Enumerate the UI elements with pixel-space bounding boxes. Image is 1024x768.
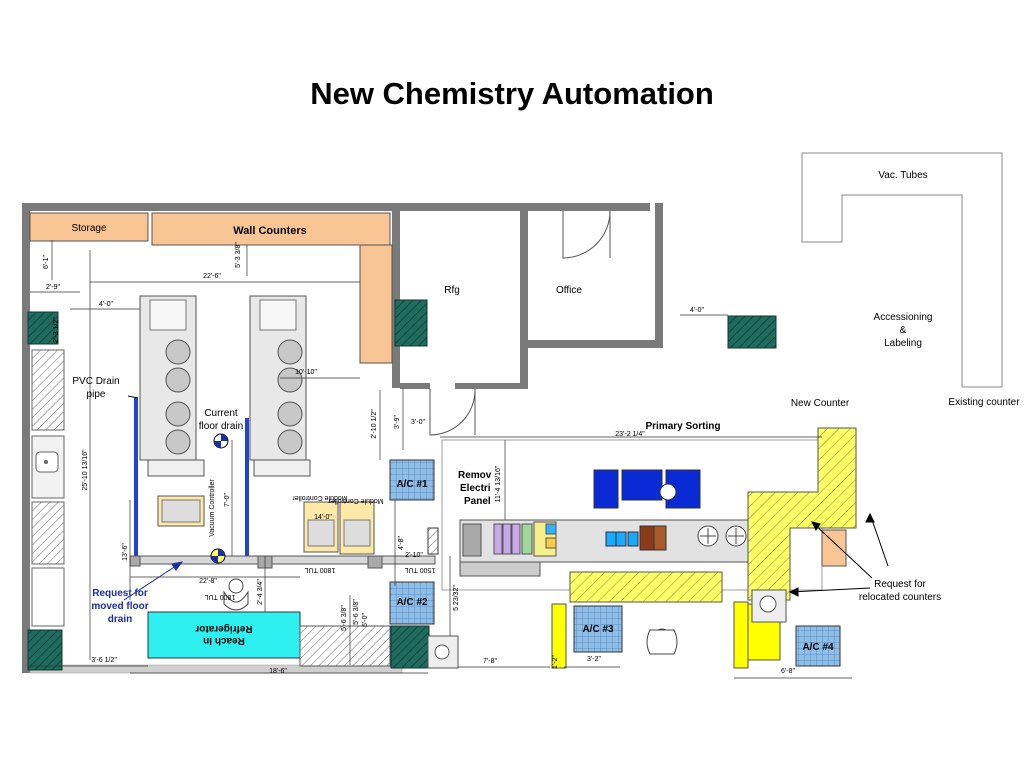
remove-panel-label-2: Electri <box>460 483 491 494</box>
hatched-bench <box>299 625 391 667</box>
dim-label: 14'-0" <box>314 514 332 521</box>
moved-drain-label-3: drain <box>108 614 132 625</box>
relocated-label: Request for <box>874 579 926 590</box>
moved-drain-label: Request for <box>92 588 148 599</box>
electrical-panel <box>427 527 439 555</box>
current-drain-label-2: floor drain <box>199 421 243 432</box>
wall-counter-top <box>151 212 391 246</box>
analyzer-line-left <box>139 295 205 527</box>
dim-label: 23'-2 1/4" <box>615 431 645 438</box>
ac-unit-1-label: A/C #1 <box>396 479 428 490</box>
remove-panel-label-3: Panel <box>464 496 491 507</box>
doors <box>429 210 611 436</box>
person-icon <box>223 578 249 611</box>
automation-line <box>441 439 823 591</box>
storage-counter <box>29 212 149 242</box>
dim-label: 6'-8" <box>781 668 795 675</box>
dim-label: 1500 TUL <box>405 566 436 573</box>
dim-label: 1'-2" <box>552 655 559 669</box>
dim-label: 5 23/32" <box>453 585 460 611</box>
structural-columns <box>27 299 777 671</box>
relocated-arrows <box>123 512 889 601</box>
dim-label: 5'-0" <box>362 613 369 627</box>
dim-label: 6'-1" <box>43 255 50 269</box>
reach-in-label: Reach In <box>203 635 245 646</box>
dim-label: 3'-6 1/2" <box>91 657 117 664</box>
dim-label: 4'-0" <box>690 307 704 314</box>
dim-label: 13'-6" <box>122 543 129 561</box>
ac-unit-3 <box>573 605 623 653</box>
dim-label: 7'-0" <box>224 493 231 507</box>
analyzer-line-right <box>249 295 311 477</box>
dim-label: 3'-9" <box>394 415 401 429</box>
person-icon <box>646 628 678 655</box>
wall-counters-label: Wall Counters <box>233 225 307 237</box>
dim-label: 4'-8" <box>398 536 405 550</box>
primary-sorting-label: Primary Sorting <box>645 421 720 432</box>
ac-unit-4-label: A/C #4 <box>802 642 834 653</box>
dim-label: 2'-9" <box>46 284 60 291</box>
dim-label: 3'-0" <box>411 419 425 426</box>
dim-label: 5'-6 3/8" <box>341 605 348 631</box>
dim-label: 2'-10" <box>405 552 423 559</box>
dim-label: 1800 TUL <box>305 566 336 573</box>
dim-label: 5'-3 3/8" <box>235 242 242 268</box>
office-label: Office <box>556 285 582 296</box>
existing-counter-label: Existing counter <box>948 397 1020 408</box>
labeling-label: Labeling <box>884 338 922 349</box>
refrigerator-label: Refrigerator <box>195 623 252 634</box>
equipment-label: Vacuum Controller <box>209 479 216 537</box>
pvc-drain-label-2: pipe <box>87 389 106 400</box>
module-controllers <box>303 501 375 555</box>
current-drain-label: Current <box>204 408 238 419</box>
accessioning-amp: & <box>900 325 907 336</box>
page-title: New Chemistry Automation <box>310 76 714 111</box>
dim-label: 5'-6 3/8" <box>353 599 360 625</box>
new-counter-label: New Counter <box>791 398 850 409</box>
ac-unit-2-label: A/C #2 <box>396 597 428 608</box>
equipment-label: Module Controller <box>328 497 384 504</box>
wall-counter-side <box>359 244 393 364</box>
dim-label: 10'-10" <box>295 369 317 376</box>
dim-label: 2'-3 1/2" <box>53 317 60 343</box>
rfg-label: Rfg <box>444 285 460 296</box>
reach-in-refrigerator <box>147 611 301 659</box>
relocated-counters <box>427 427 857 669</box>
walls <box>22 203 663 674</box>
dim-label: 22'-8" <box>199 578 217 585</box>
dim-label: 3'-2" <box>587 656 601 663</box>
dim-label: 18'-6" <box>269 668 287 675</box>
remove-panel-label-1: Remov <box>458 470 492 481</box>
dim-label: 22'-6" <box>203 273 221 280</box>
vac-tubes-label: Vac. Tubes <box>878 170 927 181</box>
equipment-label: Module Controller <box>292 494 348 501</box>
ac-unit-4 <box>795 625 841 667</box>
dim-label: 4'-0" <box>99 301 113 308</box>
moved-floor-drain-icon <box>210 548 226 564</box>
dim-label: 7'-8" <box>483 658 497 665</box>
accessioning-label: Accessioning <box>874 312 933 323</box>
dim-label: 2'-10 1/2" <box>371 409 378 439</box>
dim-label: 25'-10 13/16" <box>82 449 89 491</box>
left-wall-benches <box>31 349 65 627</box>
moved-drain-label-2: moved floor <box>91 601 148 612</box>
ac-unit-1 <box>389 459 435 501</box>
dim-label: 1800 TUL <box>205 593 236 600</box>
dimension-lines <box>30 240 852 679</box>
ac-unit-3-label: A/C #3 <box>582 624 614 635</box>
relocated-label-2: relocated counters <box>859 592 941 603</box>
existing-counter <box>801 152 1003 388</box>
pvc-drain-label: PVC Drain <box>72 376 119 387</box>
dim-label: 2'-4 3/4" <box>257 579 264 605</box>
ac-unit-2 <box>389 581 435 625</box>
floor-drain-icon <box>213 433 229 449</box>
storage-label: Storage <box>71 223 106 234</box>
dim-label: 11'-4 13/16" <box>495 465 502 502</box>
